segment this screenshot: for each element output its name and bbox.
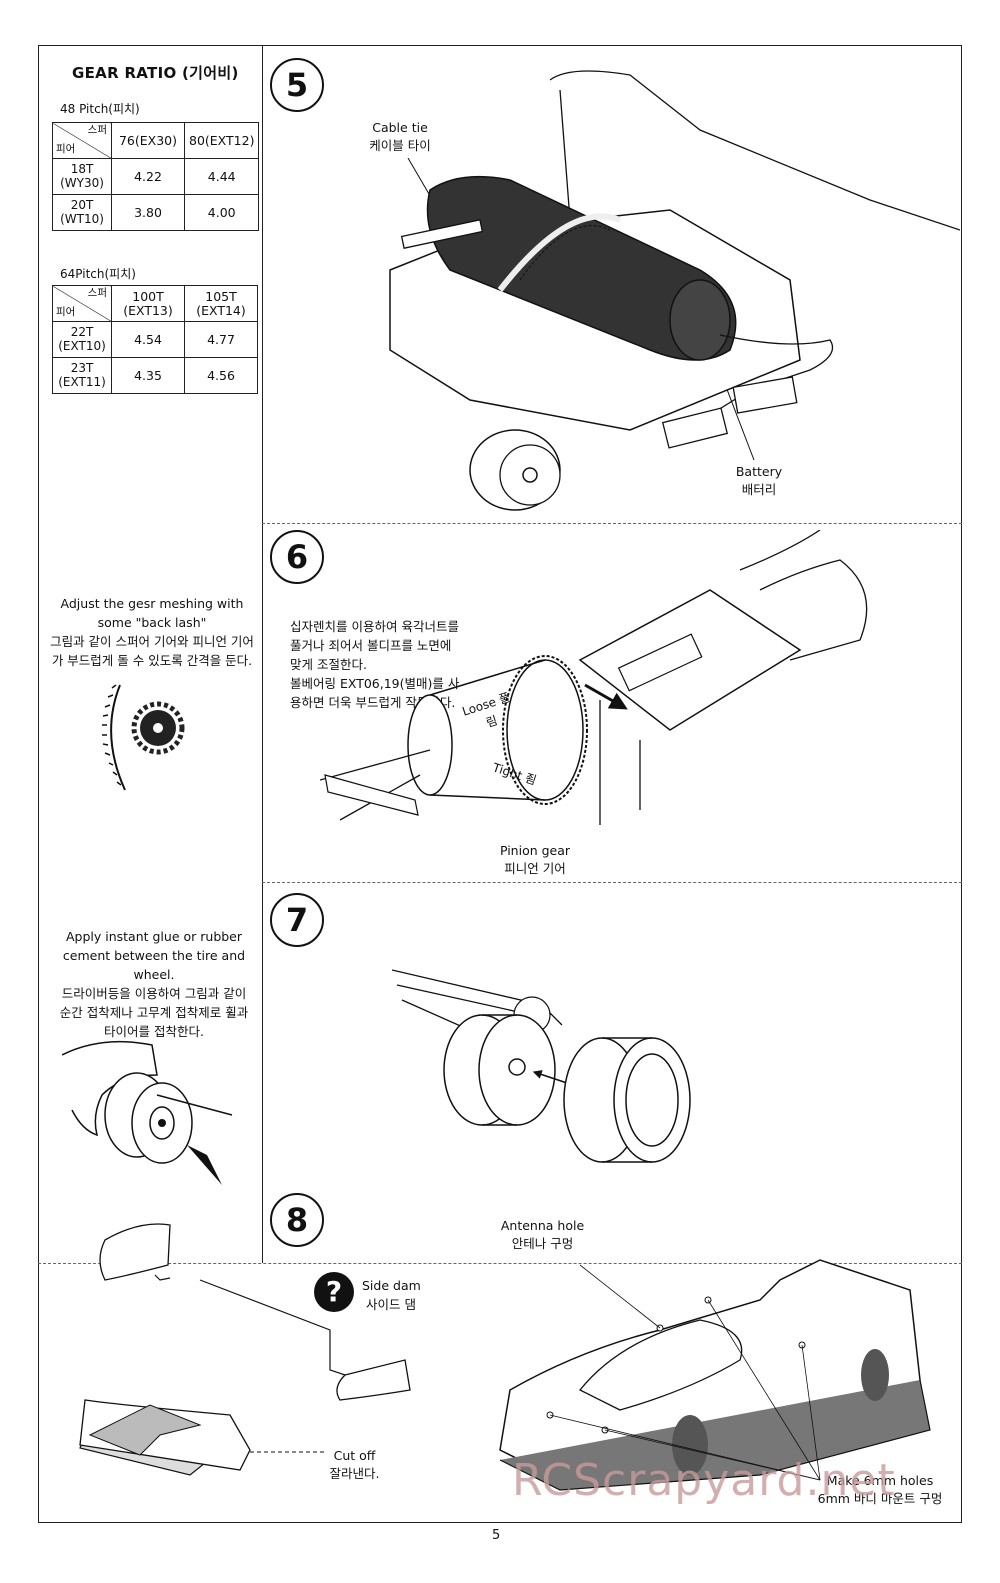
step-divider xyxy=(38,1263,962,1264)
step-number-8: 8 xyxy=(270,1193,324,1247)
question-icon: ? xyxy=(314,1272,354,1312)
row-header: 22T (EXT10) xyxy=(52,321,112,358)
ratio-cell: 4.54 xyxy=(111,321,185,358)
mount-holes-label: Make 6mm holes 6mm 바디 마운트 구멍 xyxy=(817,1473,943,1506)
step-divider xyxy=(262,523,962,524)
column-header: 100T (EXT13) xyxy=(111,285,185,322)
glue-note: Apply instant glue or rubber cement betw… xyxy=(59,929,249,1039)
chassis-battery-illustration xyxy=(389,70,960,511)
table-row: 23T (EXT11) 4.35 4.56 xyxy=(52,357,258,394)
step-number-7: 7 xyxy=(270,893,324,947)
row-header: 18T (WY30) xyxy=(52,158,112,195)
page-number: 5 xyxy=(492,1528,501,1543)
adjustment-instructions: 십자렌치를 이용하여 육각너트를 풀거나 죄어서 볼디프를 노면에 맞게 조절한… xyxy=(290,619,460,710)
ratio-cell: 4.77 xyxy=(184,321,258,358)
table-row: 18T (WY30) 4.22 4.44 xyxy=(52,158,260,195)
gear-mesh-illustration xyxy=(102,684,185,791)
backlash-note: Adjust the gesr meshing with some "back … xyxy=(50,596,254,668)
table-corner: 스퍼 피어 xyxy=(52,285,112,322)
column-divider xyxy=(262,45,263,1263)
gear-ratio-table-64: 스퍼 피어 100T (EXT13) 105T (EXT14) 22T (EXT… xyxy=(52,285,258,394)
step-number-5: 5 xyxy=(270,58,324,112)
table-corner: 스퍼 피어 xyxy=(52,122,112,159)
watermark: RCScrapyard.net xyxy=(512,1455,896,1506)
ratio-cell: 4.35 xyxy=(111,357,185,394)
wrench-adjustment-illustration xyxy=(320,530,868,825)
row-header: 23T (EXT11) xyxy=(52,357,112,394)
pitch-label: 48 Pitch(피치) xyxy=(60,102,140,116)
step-number-6: 6 xyxy=(270,530,324,584)
table-row: 20T (WT10) 3.80 4.00 xyxy=(52,194,260,231)
ratio-cell: 4.56 xyxy=(184,357,258,394)
cable-tie-label: Cable tie 케이블 타이 xyxy=(369,120,431,153)
column-header: 105T (EXT14) xyxy=(184,285,258,322)
tire-wheel-illustration xyxy=(392,969,691,1163)
ratio-cell: 4.44 xyxy=(183,158,260,195)
table-row: 22T (EXT10) 4.54 4.77 xyxy=(52,321,258,358)
page-frame xyxy=(38,45,962,1523)
pinion-gear-label: Pinion gear 피니언 기어 xyxy=(499,843,571,876)
gear-ratio-title: GEAR RATIO (기어비) xyxy=(72,64,239,82)
gear-ratio-table-48: 스퍼 피어 76(EX30) 80(EXT12) 18T (WY30) 4.22… xyxy=(52,122,260,231)
antenna-hole-label: Antenna hole 안테나 구멍 xyxy=(500,1218,585,1251)
body-trimming-illustration xyxy=(79,1223,931,1491)
pitch-label: 64Pitch(피치) xyxy=(60,267,136,281)
cut-off-label: Cut off 잘라낸다. xyxy=(329,1448,380,1481)
side-dam-label: Side dam 사이드 댐 xyxy=(362,1278,421,1312)
column-header: 76(EX30) xyxy=(111,122,185,159)
column-header: 80(EXT12) xyxy=(183,122,260,159)
glue-application-illustration xyxy=(62,1040,233,1185)
ratio-cell: 3.80 xyxy=(111,194,185,231)
ratio-cell: 4.00 xyxy=(183,194,260,231)
ratio-cell: 4.22 xyxy=(111,158,185,195)
battery-label: Battery 배터리 xyxy=(735,464,783,497)
row-header: 20T (WT10) xyxy=(52,194,112,231)
step-divider xyxy=(262,882,962,883)
